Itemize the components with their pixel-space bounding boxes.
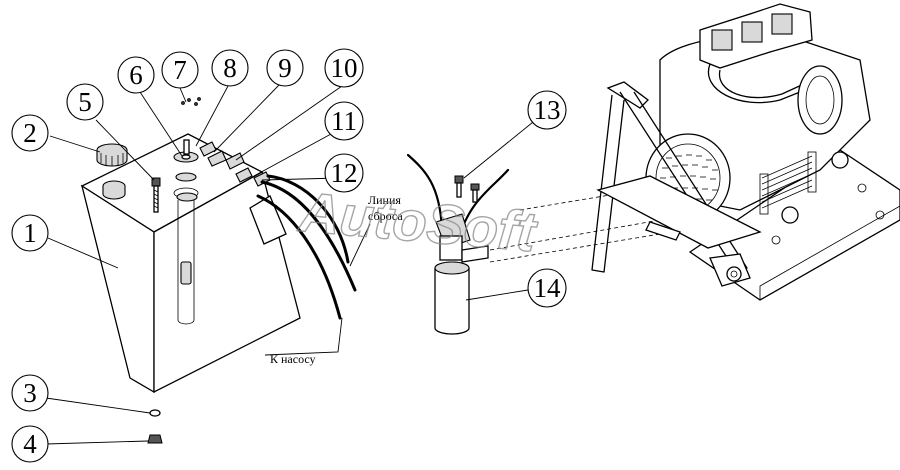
caption-to-pump: К насосу: [270, 352, 316, 366]
callout-6: 6: [117, 56, 155, 94]
callout-label: 6: [129, 60, 143, 90]
callout-label: 9: [278, 53, 292, 83]
callout-1: 1: [11, 214, 49, 252]
callout-label: 8: [223, 53, 237, 83]
callout-label: 1: [23, 218, 37, 248]
caption-drain-line-1: Линия: [368, 193, 401, 207]
fuel-level-sender: [173, 97, 201, 202]
fuel-tank: [80, 133, 301, 394]
drain-plug: [147, 434, 163, 444]
callout-label: 14: [534, 273, 562, 303]
bolt: [151, 177, 161, 213]
captions: Линия сброса К насосу: [270, 193, 403, 366]
drain-washer: [149, 409, 161, 417]
fuel-hoses: [256, 174, 357, 320]
callout-8: 8: [211, 49, 249, 87]
fuel-filter: [406, 153, 510, 335]
callout-9: 9: [266, 49, 304, 87]
callout-4: 4: [11, 425, 49, 463]
watermark: AutoSoft: [295, 180, 540, 264]
callout-label: 13: [534, 95, 561, 125]
callout-13: 13: [527, 90, 567, 130]
callout-label: 12: [331, 158, 358, 188]
callout-label: 3: [23, 378, 37, 408]
callout-label: 5: [78, 87, 92, 117]
callout-12: 12: [324, 153, 364, 193]
leader-lines: [45, 83, 539, 445]
callout-label: 2: [23, 118, 37, 148]
callout-label: 4: [23, 429, 37, 459]
callout-7: 7: [161, 51, 199, 89]
filler-cap: [96, 143, 128, 167]
callout-label: 11: [331, 106, 357, 136]
callout-11: 11: [324, 101, 364, 141]
callout-10: 10: [324, 48, 364, 88]
callout-5: 5: [66, 83, 104, 121]
callout-14: 14: [527, 268, 567, 308]
callout-label: 7: [173, 55, 187, 85]
callout-3: 3: [11, 374, 49, 412]
caption-drain-line-2: сброса: [368, 209, 403, 223]
callout-2: 2: [11, 114, 49, 152]
engine-assembly: [591, 3, 900, 301]
callout-label: 10: [331, 53, 358, 83]
